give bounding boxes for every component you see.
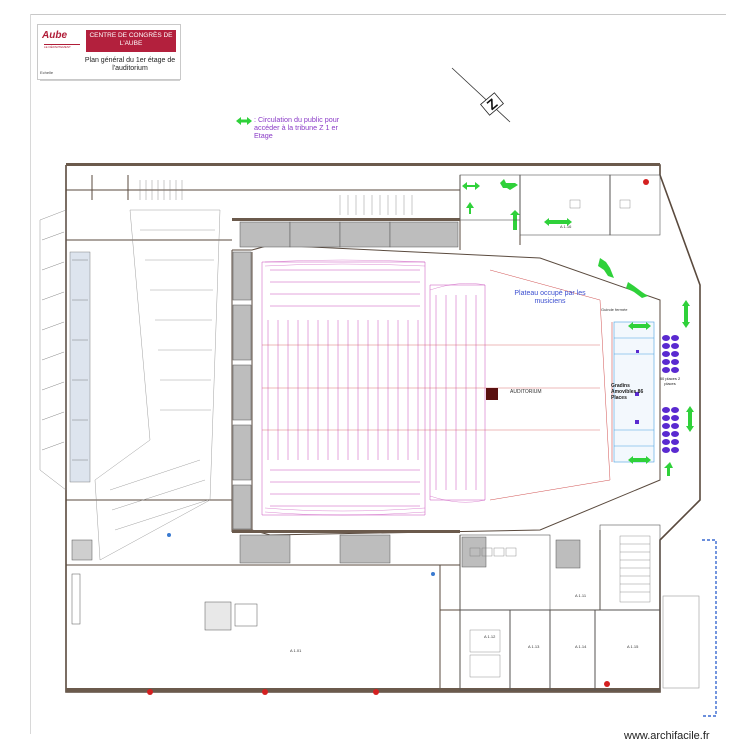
plan-title: Plan général du 1er étage de l'auditoriu… <box>84 57 176 72</box>
watermark: www.archifacile.fr <box>624 730 710 742</box>
musician-seats <box>635 335 679 453</box>
north-arrow-icon: Z <box>451 67 511 123</box>
room-label: A 1.01 <box>290 648 302 653</box>
seating-area <box>261 261 486 516</box>
access-ramp <box>94 209 221 561</box>
gradins-box <box>613 321 655 463</box>
left-stairs <box>39 209 91 491</box>
title-divider <box>40 80 180 81</box>
gradins-label: Gradins Amovibles 86 Places <box>611 383 644 401</box>
structural-blocks <box>232 221 581 569</box>
fire-points <box>147 179 649 695</box>
room-labels: A 1.11 A 1.12 A 1.13 A 1.14 A 1.15 A 1.1… <box>290 224 639 653</box>
logo-text: Aube <box>42 30 67 41</box>
seating-rows-dense <box>264 259 486 516</box>
service-rooms <box>459 174 661 691</box>
stage-area <box>489 269 611 501</box>
organization-name: CENTRE DE CONGRÈS DE L'AUBE <box>86 30 176 52</box>
brand-logo: Aube LE DÉPARTEMENT <box>40 28 80 52</box>
sheet-top-border <box>30 14 726 15</box>
places-label: 80 places 2 places <box>659 376 681 386</box>
info-dots <box>167 533 435 576</box>
wall-strips <box>66 163 660 692</box>
right-staircase <box>619 535 651 603</box>
blue-dashed-boundary <box>702 539 717 717</box>
inner-walls <box>66 175 661 692</box>
sanitary-fixtures <box>469 199 631 678</box>
room-label: A 1.11 <box>575 593 587 598</box>
room-label: A 1.13 <box>528 644 540 649</box>
room-label: A 1.12 <box>484 634 496 639</box>
legend-text: : Circulation du public pour accéder à l… <box>254 115 340 140</box>
scale-note: Echelle <box>40 70 54 75</box>
control-console <box>486 388 498 400</box>
logo-subtitle: LE DÉPARTEMENT <box>44 44 80 49</box>
stage-label: Plateau occupé par les musiciens <box>514 290 586 305</box>
room-label: A 1.15 <box>627 644 639 649</box>
circulation-arrows <box>462 179 694 476</box>
guinde-label: Guinde fermée <box>601 307 628 312</box>
sheet-left-border <box>30 14 31 734</box>
double-arrow-icon <box>236 117 252 125</box>
room-label: A 1.16 <box>560 224 572 229</box>
external-block <box>662 595 700 689</box>
room-label: A 1.14 <box>575 644 587 649</box>
auditorium-label: AUDITORIUM <box>510 389 542 395</box>
red-reference-lines <box>262 344 600 431</box>
lobby-furniture <box>71 539 258 631</box>
top-stairs <box>139 180 413 215</box>
